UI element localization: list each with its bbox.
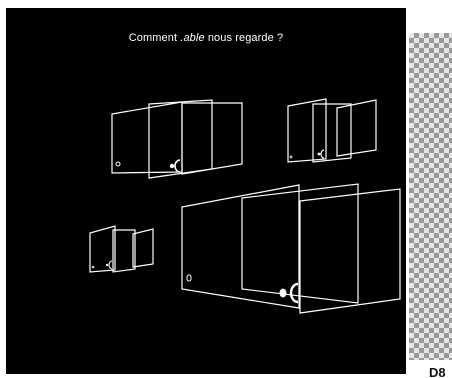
frame-front <box>288 99 326 162</box>
frame-ring <box>175 160 180 172</box>
frame-stack-upper-right <box>288 99 376 162</box>
frame-front <box>90 226 115 272</box>
frame-marker-small <box>116 162 120 166</box>
frame-dot <box>106 264 108 266</box>
frame-dot <box>280 289 287 298</box>
frame-ring <box>291 284 298 302</box>
frame-marker-small <box>290 156 292 158</box>
frame-back <box>300 189 400 313</box>
frame-front <box>112 102 182 173</box>
frame-middle <box>149 100 212 178</box>
frame-dot <box>170 164 174 168</box>
frames-illustration <box>6 8 406 374</box>
frame-stack-large <box>182 184 400 313</box>
frame-marker-small <box>187 275 191 281</box>
frame-dot <box>318 153 321 156</box>
frame-back <box>133 229 153 267</box>
frame-ring <box>109 261 112 269</box>
frame-back <box>337 100 376 156</box>
slide-canvas: Comment .able nous regarde ? <box>6 8 406 374</box>
frame-stack-lower-left <box>90 226 153 272</box>
frame-stack-upper-left <box>112 100 242 178</box>
corner-label: D8 <box>429 366 452 378</box>
frame-ring <box>321 150 324 158</box>
frame-middle <box>113 230 135 272</box>
frame-marker-small <box>92 266 94 268</box>
transparency-checker-panel <box>409 33 452 360</box>
